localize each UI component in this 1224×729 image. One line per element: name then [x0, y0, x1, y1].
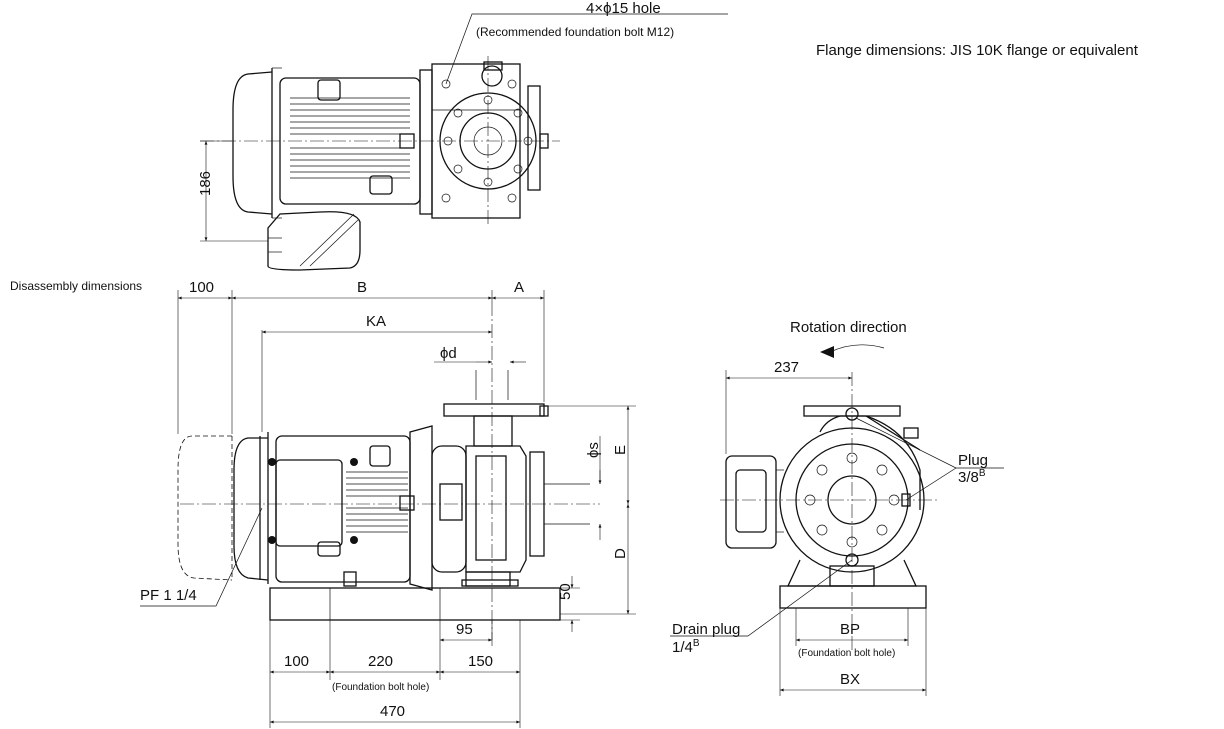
side-view-dims — [140, 290, 636, 728]
dim-237: 237 — [774, 359, 799, 376]
dim-BP: BP — [840, 621, 860, 638]
flange-note: Flange dimensions: JIS 10K flange or equ… — [816, 42, 1139, 59]
dim-100-top: 100 — [189, 279, 214, 296]
side-view — [177, 302, 600, 640]
dim-95: 95 — [456, 621, 473, 638]
bolt-note: (Recommended foundation bolt M12) — [476, 25, 674, 39]
motor-fins-top — [290, 97, 410, 179]
dim-50: 50 — [557, 583, 574, 600]
dim-186: 186 — [197, 171, 214, 196]
dim-150: 150 — [468, 653, 493, 670]
dim-470: 470 — [380, 703, 405, 720]
dim-220: 220 — [368, 653, 393, 670]
dim-D: D — [612, 548, 629, 559]
foundation-bolt-holes-top — [441, 79, 517, 203]
dim-BX: BX — [840, 671, 860, 688]
holes-note: 4×ϕ15 hole — [586, 0, 661, 17]
disassembly-note: Disassembly dimensions — [10, 279, 142, 293]
dim-A: A — [514, 279, 524, 296]
dim-phi-s: ϕs — [585, 442, 602, 458]
dim-E: E — [612, 445, 629, 455]
dim-phi-d: ϕd — [440, 345, 457, 362]
dim-KA: KA — [366, 313, 386, 330]
motor-fins-side — [346, 471, 408, 533]
drain-plug-size: 1/4B — [672, 638, 700, 656]
plug-label: Plug — [958, 452, 988, 469]
pf-note: PF 1 1/4 — [140, 587, 197, 604]
dim-B: B — [357, 279, 367, 296]
top-view — [200, 13, 728, 271]
drain-plug-label: Drain plug — [672, 621, 740, 638]
front-view — [670, 344, 1004, 696]
plug-size: 3/8B — [958, 468, 986, 486]
rotation-note: Rotation direction — [790, 319, 907, 336]
foundation-hole-note-front: (Foundation bolt hole) — [798, 648, 895, 659]
foundation-hole-note: (Foundation bolt hole) — [332, 682, 429, 693]
dim-100: 100 — [284, 653, 309, 670]
